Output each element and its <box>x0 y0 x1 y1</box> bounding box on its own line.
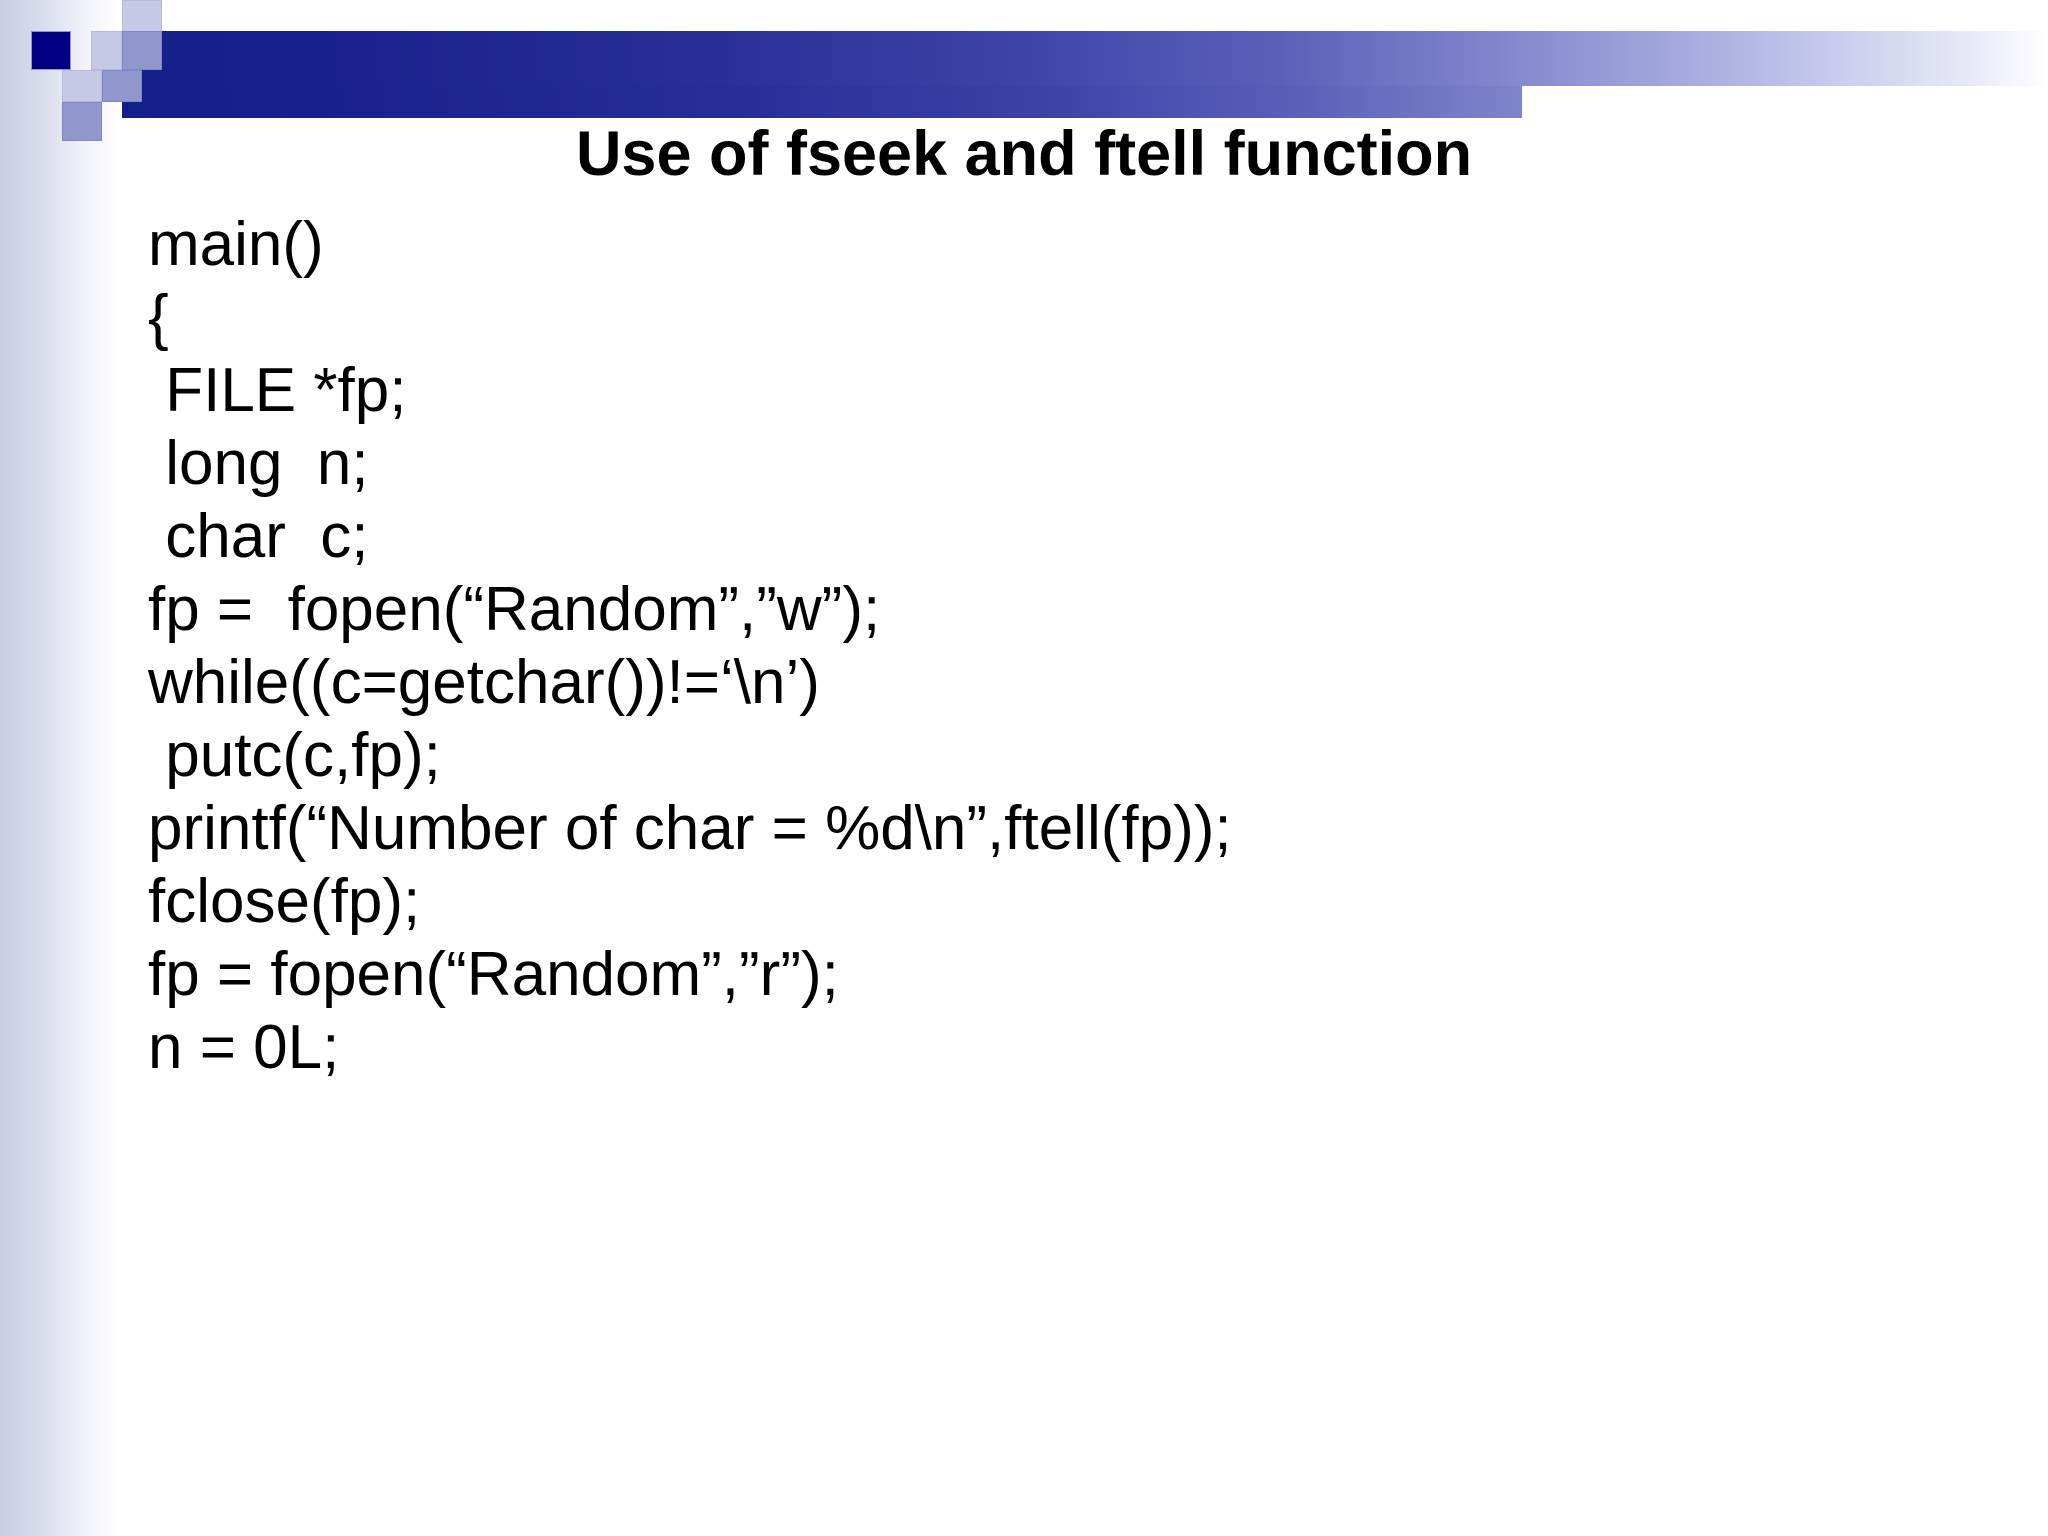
header-gradient-bar-lower <box>122 86 1522 118</box>
code-line: printf(“Number of char = %d\n”,ftell(fp)… <box>148 794 1232 863</box>
left-gradient-band <box>0 0 122 1536</box>
decor-square-navy <box>31 31 71 70</box>
code-line: fclose(fp); <box>148 867 421 936</box>
code-line: main() <box>148 210 324 279</box>
decor-square-light-1 <box>122 0 162 33</box>
code-line: FILE *fp; <box>148 356 407 425</box>
decor-square-medium-1 <box>122 31 162 70</box>
decor-square-light-2 <box>91 31 122 70</box>
decor-square-medium-3 <box>62 102 102 141</box>
code-line: n = 0L; <box>148 1013 340 1082</box>
code-block: main() { FILE *fp; long n; char c; fp = … <box>148 208 1948 1084</box>
decor-square-medium-2 <box>102 70 142 102</box>
code-line: char c; <box>148 502 369 571</box>
code-line: { <box>148 283 169 352</box>
code-line: putc(c,fp); <box>148 721 441 790</box>
header-gradient-bar <box>122 31 2048 86</box>
page-title: Use of fseek and ftell function <box>575 119 1473 189</box>
code-line: while((c=getchar())!=‘\n’) <box>148 648 820 717</box>
code-line: long n; <box>148 429 369 498</box>
code-line: fp = fopen(“Random”,”r”); <box>148 940 839 1009</box>
code-line: fp = fopen(“Random”,”w”); <box>148 575 881 644</box>
decor-square-light-3 <box>62 70 102 102</box>
